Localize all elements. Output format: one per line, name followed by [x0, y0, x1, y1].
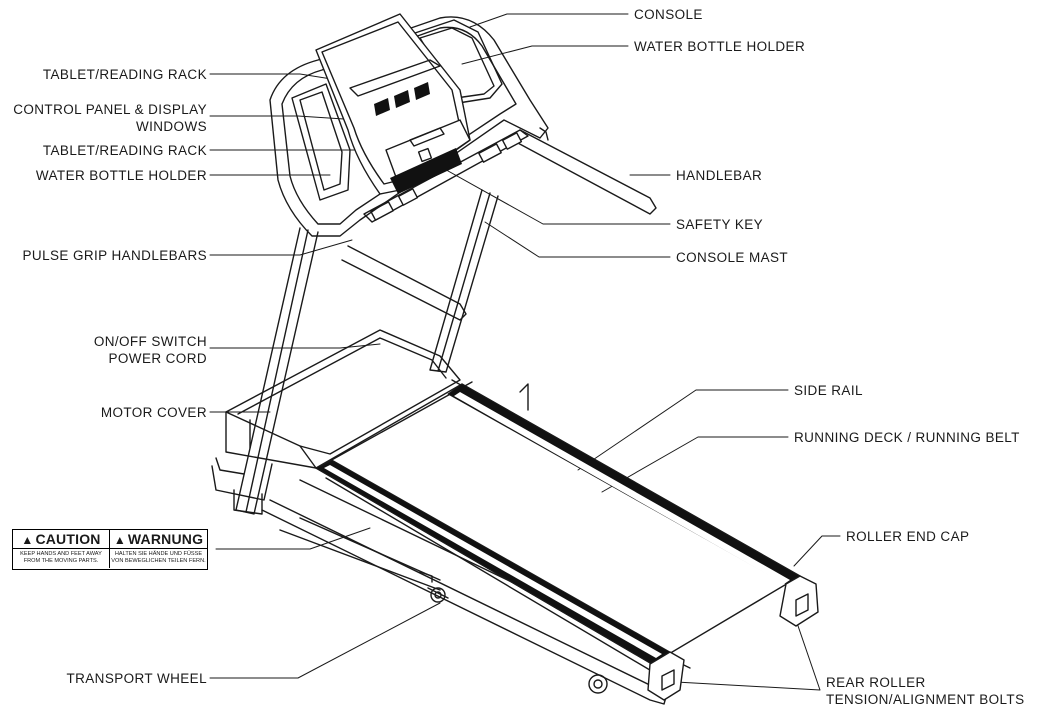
label-water-bottle-holder-left: WATER BOTTLE HOLDER: [35, 168, 207, 183]
console: [269, 13, 549, 237]
warnung-text-line2: VON BEWEGLICHEN TEILEN FERN.: [111, 557, 206, 564]
handlebars: [363, 127, 657, 223]
leader-running-deck: [601, 436, 789, 493]
warning-triangle-icon: ▲: [21, 533, 34, 547]
leader-console: [469, 13, 629, 28]
caution-text-line1: KEEP HANDS AND FEET AWAY: [20, 551, 102, 557]
label-power-cord: POWER CORD: [108, 351, 207, 366]
leader-pulse-grip: [209, 239, 353, 256]
caution-panel: ▲CAUTION KEEP HANDS AND FEET AWAY FROM T…: [13, 530, 110, 568]
caution-text-line2: FROM THE MOVING PARTS.: [23, 557, 99, 564]
label-motor-cover: MOTOR COVER: [100, 405, 207, 420]
label-transport-wheel: TRANSPORT WHEEL: [66, 671, 207, 686]
warnung-text-line1: HALTEN SIE HÄNDE UND FÜSSE: [114, 551, 203, 557]
label-console-mast: CONSOLE MAST: [676, 250, 789, 265]
label-tension-alignment-bolts: TENSION/ALIGNMENT BOLTS: [826, 692, 1025, 707]
label-onoff-switch: ON/OFF SWITCH: [93, 334, 207, 349]
leader-lines: [209, 13, 841, 691]
leader-side-rail: [577, 389, 789, 471]
leader-roller-end-cap: [793, 535, 841, 567]
leader-rear-roller: [675, 619, 821, 691]
caution-title: CAUTION: [35, 531, 101, 547]
label-water-bottle-holder-right: WATER BOTTLE HOLDER: [634, 39, 806, 54]
label-control-panel-line1: CONTROL PANEL & DISPLAY: [13, 102, 207, 117]
label-rear-roller: REAR ROLLER: [826, 675, 926, 690]
label-running-deck: RUNNING DECK / RUNNING BELT: [794, 430, 1020, 445]
label-safety-key: SAFETY KEY: [676, 217, 764, 232]
warning-triangle-icon: ▲: [113, 533, 126, 547]
leader-safety-key: [431, 161, 671, 225]
console-mast: [235, 189, 499, 515]
leader-transport-wheel: [209, 602, 441, 679]
label-console: CONSOLE: [634, 7, 703, 22]
leader-warning: [215, 527, 371, 550]
leader-onoff: [209, 343, 381, 349]
leader-water-bottle-right: [461, 45, 629, 65]
running-deck: [211, 379, 819, 705]
label-side-rail: SIDE RAIL: [794, 383, 863, 398]
caution-warning-label: ▲CAUTION KEEP HANDS AND FEET AWAY FROM T…: [12, 529, 208, 570]
label-handlebar: HANDLEBAR: [676, 168, 763, 183]
label-tablet-reading-rack-lower: TABLET/READING RACK: [42, 143, 207, 158]
warnung-panel: ▲WARNUNG HALTEN SIE HÄNDE UND FÜSSE VON …: [110, 530, 207, 568]
label-control-panel-line2: WINDOWS: [135, 119, 207, 134]
label-roller-end-cap: ROLLER END CAP: [846, 529, 970, 544]
leader-console-mast: [484, 221, 671, 258]
label-tablet-reading-rack-top: TABLET/READING RACK: [42, 67, 207, 82]
warnung-title: WARNUNG: [127, 531, 204, 547]
label-pulse-grip-handlebars: PULSE GRIP HANDLEBARS: [22, 248, 207, 263]
